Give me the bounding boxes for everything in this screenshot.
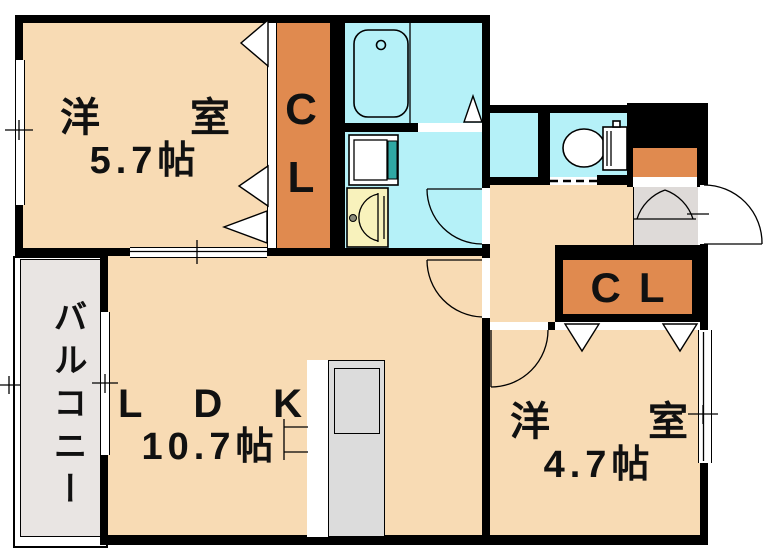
room-name-char: K xyxy=(273,382,302,426)
room-size: 5.7帖 xyxy=(89,140,201,182)
hallway-floor-lower xyxy=(490,256,555,330)
room-name: L D K xyxy=(112,382,308,426)
shoe-cabinet xyxy=(633,148,697,177)
wall-right-middle xyxy=(700,244,708,330)
balcony-name: バルコニー xyxy=(48,298,86,514)
balcony-label: バルコニー xyxy=(28,275,92,537)
room-name-char: 室 xyxy=(190,96,230,140)
wall-toilet-stub xyxy=(597,175,637,185)
window-bedroom-upper xyxy=(15,60,25,205)
wall-toilet-divider xyxy=(538,113,550,185)
bedroom-lower-door-opening xyxy=(490,322,548,330)
wall-corner-strip-right xyxy=(697,148,700,187)
toilet-floor xyxy=(490,113,627,177)
wall-top-right xyxy=(490,105,708,113)
closet-upper-opening xyxy=(267,23,277,248)
ldk-door-opening xyxy=(482,258,490,318)
room-name-char: 洋 xyxy=(510,400,550,444)
closet-lower-opening xyxy=(555,322,700,330)
closet-lower-label: C L xyxy=(563,262,692,314)
room-name-char: 室 xyxy=(648,400,688,444)
wall-corner-block xyxy=(627,103,708,148)
kitchen-counter-icon xyxy=(328,360,385,537)
bath-door-opening xyxy=(418,123,480,132)
entry-door-swing-icon xyxy=(703,184,763,245)
washroom-door-opening xyxy=(482,188,490,244)
entry-door-opening xyxy=(700,185,708,244)
wall-right-upper xyxy=(700,105,708,185)
closet-lower-box xyxy=(555,252,700,322)
closet-label-char: C xyxy=(590,264,621,311)
wall-bottom xyxy=(100,535,708,545)
room-size: 10.7帖 xyxy=(141,426,279,468)
room-name-char: L xyxy=(118,382,143,426)
wall-corner-strip-left xyxy=(627,148,633,187)
ldk-label: L D K 10.7帖 xyxy=(112,382,308,470)
kitchen-sink-icon xyxy=(334,368,380,434)
hallway-floor xyxy=(490,185,633,256)
genkan-floor xyxy=(633,187,698,247)
washroom-floor xyxy=(345,132,482,248)
window-ldk-balcony xyxy=(100,312,110,455)
wall-top-left xyxy=(15,15,490,23)
sliding-opening-bedroom-ldk xyxy=(130,247,267,258)
genkan-top-band xyxy=(633,177,697,187)
room-size: 4.7帖 xyxy=(543,444,655,486)
wall-closet-right xyxy=(330,23,345,248)
wall-right-lower xyxy=(700,463,708,545)
wall-toilet-left-bottom xyxy=(490,177,538,185)
wall-bath-washroom xyxy=(345,123,418,132)
room-name-char: 洋 xyxy=(60,96,100,140)
window-bedroom-lower xyxy=(698,330,712,463)
closet-label-char: L xyxy=(287,153,315,202)
closet-label-char: L xyxy=(638,264,665,311)
closet-upper-floor xyxy=(275,23,330,248)
kitchen-strip xyxy=(307,360,328,537)
bedroom-lower-label: 洋 室 4.7帖 xyxy=(510,400,688,488)
room-name-char: D xyxy=(193,382,223,426)
room-name: 洋 室 xyxy=(60,96,230,140)
room-name: 洋 室 xyxy=(510,400,688,444)
ldk-floor xyxy=(108,256,482,537)
closet-upper-label: C L xyxy=(272,88,330,200)
closet-label-char: C xyxy=(285,85,317,134)
bedroom-upper-label: 洋 室 5.7帖 xyxy=(60,96,230,184)
bathroom-floor xyxy=(345,23,482,123)
